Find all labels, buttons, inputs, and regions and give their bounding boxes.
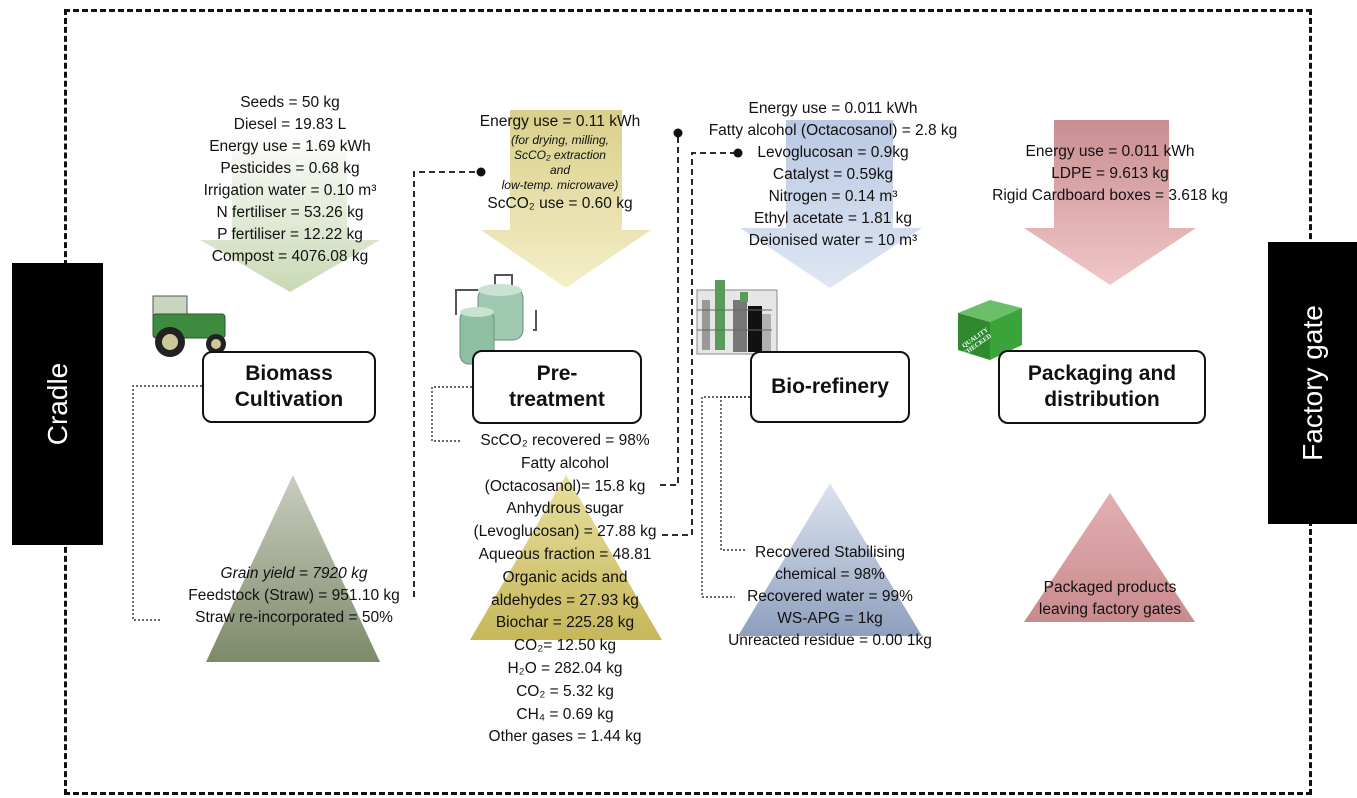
pretreatment-input-arrow [481,110,651,288]
pretreatment-output: aldehydes = 27.93 kg [491,591,639,609]
stage-biomass-cultivation: Biomass Cultivation [202,351,376,423]
biorefinery-output-connector-2 [701,396,750,598]
biomass-input: Diesel = 19.83 L [233,116,347,133]
pretreatment-output: H₂O = 282.04 kg [507,659,623,677]
biomass-inputs: Seeds = 50 kg Diesel = 19.83 L Energy us… [160,92,420,268]
packaging-output-triangle [1024,493,1195,622]
biomass-output-connector [132,385,202,621]
biorefinery-input: Levoglucosan = 0.9kg [757,144,909,161]
pretreatment-note: ScCO₂ extraction [514,148,606,162]
pretreatment-output: CO₂ = 5.32 kg [516,682,614,700]
pretreatment-scco2: ScCO₂ use = 0.60 kg [487,195,633,212]
biorefinery-input: Nitrogen = 0.14 m³ [768,188,898,205]
feedstock-straw: Feedstock (Straw) = 951.10 kg [188,587,400,604]
biorefinery-output-connector-1 [720,396,750,551]
pretreatment-output: (Octacosanol)= 15.8 kg [484,477,646,495]
quality-box-icon: QUALITY CHECKED [958,300,1022,360]
biomass-output-triangle [206,475,380,662]
biorefinery-output: chemical = 98% [775,566,885,583]
biomass-input: N fertiliser = 53.26 kg [216,204,364,221]
pretreatment-output: Biochar = 225.28 kg [495,614,635,632]
biomass-input: Pesticides = 0.68 kg [220,160,360,177]
packaging-input: LDPE = 9.613 kg [1051,165,1169,182]
pretreatment-outputs: ScCO₂ recovered = 98% Fatty alcohol (Oct… [445,430,685,749]
biorefinery-output: WS-APG = 1kg [777,610,883,627]
biomass-input: P fertiliser = 12.22 kg [217,226,363,243]
stage-packaging: Packaging and distribution [998,350,1206,424]
biomass-input: Compost = 4076.08 kg [211,248,369,265]
biomass-input: Irrigation water = 0.10 m³ [203,182,377,199]
pretreatment-output-connector [431,386,472,442]
biorefinery-outputs: Recovered Stabilising chemical = 98% Rec… [705,542,955,652]
stage-biorefinery: Bio-refinery [750,351,910,423]
stage-biorefinery-title: Bio-refinery [771,375,889,398]
pretreatment-output: Anhydrous sugar [506,500,624,518]
biorefinery-output: Recovered Stabilising [755,544,905,561]
packaging-input: Rigid Cardboard boxes = 3.618 kg [992,187,1228,204]
pretreatment-output: (Levoglucosan) = 27.88 kg [473,523,657,541]
biorefinery-input: Deionised water = 10 m³ [748,232,918,249]
biorefinery-input: Energy use = 0.011 kWh [748,100,918,117]
refinery-icon [696,280,778,355]
biorefinery-inputs: Energy use = 0.011 kWh Fatty alcohol (Oc… [688,98,978,252]
stage-biomass-title: Biomass Cultivation [234,362,344,411]
connector-dot-3 [733,148,743,158]
packaging-input: Energy use = 0.011 kWh [1025,143,1195,160]
biorefinery-input-arrow [740,120,922,288]
packaging-output: Packaged products [1043,579,1177,596]
pretreatment-output: CH₄ = 0.69 kg [516,705,614,723]
stage-packaging-title: Packaging and distribution [1027,362,1177,411]
biorefinery-input: Fatty alcohol (Octacosanol) = 2.8 kg [708,122,958,139]
pretreatment-note: and [549,163,571,177]
connector-dot-2 [673,128,683,138]
straw-to-pretreatment-connector [413,171,481,597]
biorefinery-output-triangle [738,483,922,636]
octacosanol-connector [660,133,679,486]
pretreatment-output: Other gases = 1.44 kg [488,728,642,746]
levoglucosan-connector [662,152,738,536]
cradle-bar: Cradle [12,263,103,545]
pretreatment-output: ScCO₂ recovered = 98% [480,432,650,449]
pretreatment-note: (for drying, milling, [510,133,610,147]
biorefinery-input: Ethyl acetate = 1.81 kg [753,210,913,227]
pretreatment-output: Aqueous fraction = 48.81 [478,545,652,563]
factory-gate-bar: Factory gate [1268,242,1357,524]
grain-yield: Grain yield = 7920 kg [220,565,368,582]
stage-pretreatment-title: Pre- treatment [509,362,605,411]
packaging-output: leaving factory gates [1038,601,1182,618]
pretreatment-output: Organic acids and [502,568,628,586]
biomass-input: Energy use = 1.69 kWh [209,138,371,155]
pretreatment-inputs: Energy use = 0.11 kWh (for drying, milli… [450,111,670,215]
pretreatment-output: CO₂= 12.50 kg [513,637,617,655]
biomass-input: Seeds = 50 kg [240,94,340,111]
packaging-input-arrow [1024,120,1196,285]
stage-pretreatment: Pre- treatment [472,350,642,424]
biomass-input-arrow [200,130,380,292]
tractor-icon [152,295,226,357]
pretreatment-output-triangle [470,475,662,640]
packaging-outputs: Packaged products leaving factory gates [1000,577,1220,621]
pretreatment-energy: Energy use = 0.11 kWh [479,113,641,130]
pretreatment-note: low-temp. microwave) [501,178,619,192]
pretreatment-output: Fatty alcohol [521,454,609,472]
biorefinery-output: Unreacted residue = 0.00 1kg [728,632,932,649]
biorefinery-input: Catalyst = 0.59kg [772,166,894,183]
biorefinery-output: Recovered water = 99% [747,588,913,605]
packaging-inputs: Energy use = 0.011 kWh LDPE = 9.613 kg R… [955,141,1265,207]
biomass-outputs: Grain yield = 7920 kg Feedstock (Straw) … [155,563,433,629]
straw-reincorporated: Straw re-incorporated = 50% [195,609,393,626]
connector-dot-1 [476,167,486,177]
